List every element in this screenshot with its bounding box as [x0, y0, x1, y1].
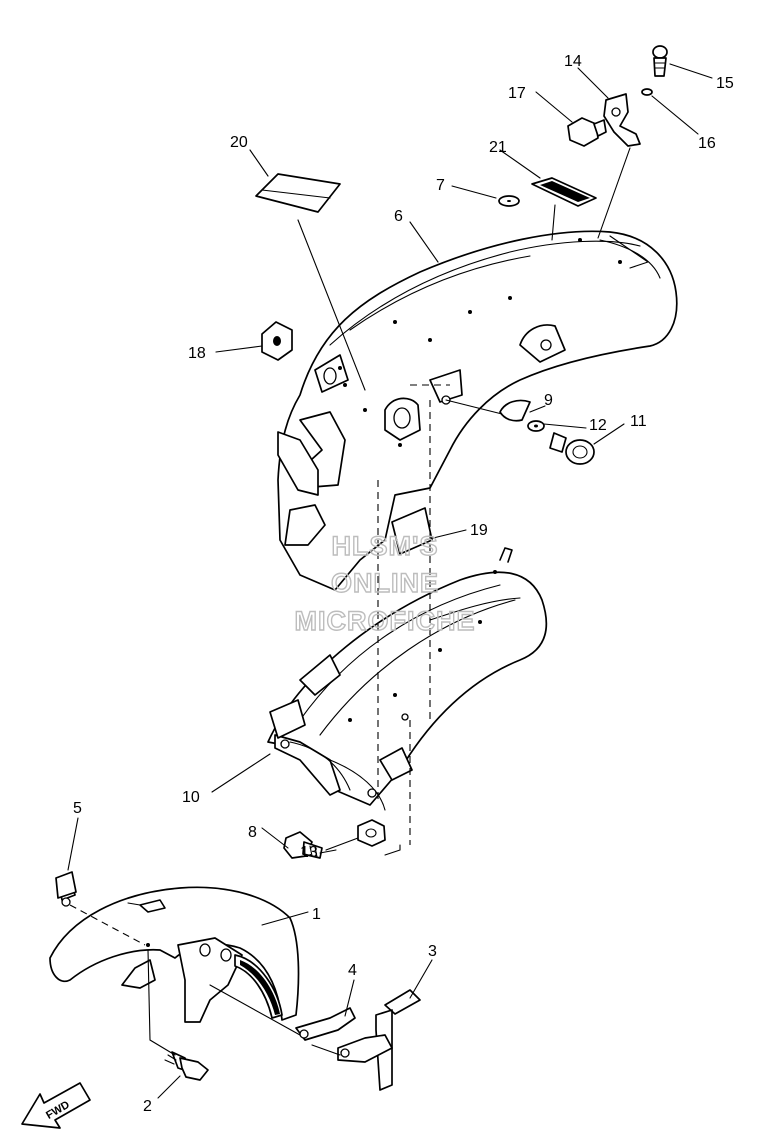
nut-part-13: [357, 819, 386, 847]
watermark: HLSM'S ONLINE MICROFICHE: [294, 530, 476, 636]
bolt-part-2: [164, 1051, 209, 1081]
callout-21: 21: [489, 139, 507, 156]
clip-part-5: [55, 871, 77, 899]
callout-numbers: 1 2 3 4 5 6 7 8 9 10 11 12 13 14 15 16 1…: [73, 53, 734, 1115]
washer-part-12: [527, 420, 545, 432]
callout-13: 13: [300, 844, 318, 861]
callout-18: 18: [188, 345, 206, 362]
bracket-part-4: [295, 1007, 356, 1041]
callout-3: 3: [428, 943, 437, 960]
label-part-19: [391, 507, 433, 555]
fwd-direction-arrow: FWD: [21, 1082, 91, 1129]
callout-8: 8: [248, 824, 257, 841]
callout-4: 4: [348, 962, 357, 979]
assembly-lines: [69, 147, 631, 1056]
callout-16: 16: [698, 135, 716, 152]
bolt-part-8: [283, 831, 323, 859]
callout-9: 9: [544, 392, 553, 409]
bracket-part-14: [603, 93, 641, 147]
brake-hose-holder-part-3: [337, 989, 421, 1091]
callout-15: 15: [716, 75, 734, 92]
callout-12: 12: [589, 417, 607, 434]
bolt-part-11: [549, 432, 595, 465]
callout-11: 11: [630, 413, 647, 430]
callout-5: 5: [73, 800, 82, 817]
callout-2: 2: [143, 1098, 152, 1115]
washer-part-16: [641, 88, 653, 96]
label-part-20: [255, 173, 341, 213]
callout-6: 6: [394, 208, 403, 225]
screw-part-15: [652, 45, 668, 77]
callout-10: 10: [182, 789, 200, 806]
callout-7: 7: [436, 177, 445, 194]
callout-leaders: [67, 63, 713, 1099]
washer-part-7: [498, 195, 520, 207]
front-fender-part-1: [49, 875, 300, 1023]
watermark-line-3: MICROFICHE: [295, 606, 476, 636]
callout-20: 20: [230, 134, 248, 151]
watermark-line-1: HLSM'S: [332, 531, 439, 561]
watermark-line-2: ONLINE: [331, 568, 439, 598]
inner-rear-fender-part-10: [267, 547, 548, 811]
callout-19: 19: [470, 522, 488, 539]
damper-part-18: [261, 321, 293, 361]
nut-part-17: [567, 117, 607, 147]
callout-17: 17: [508, 85, 526, 102]
callout-1: 1: [312, 906, 321, 923]
rear-fender-part-6: [277, 230, 678, 591]
emblem-part-21: [531, 177, 597, 207]
collar-part-9: [499, 399, 531, 422]
callout-14: 14: [564, 53, 582, 70]
